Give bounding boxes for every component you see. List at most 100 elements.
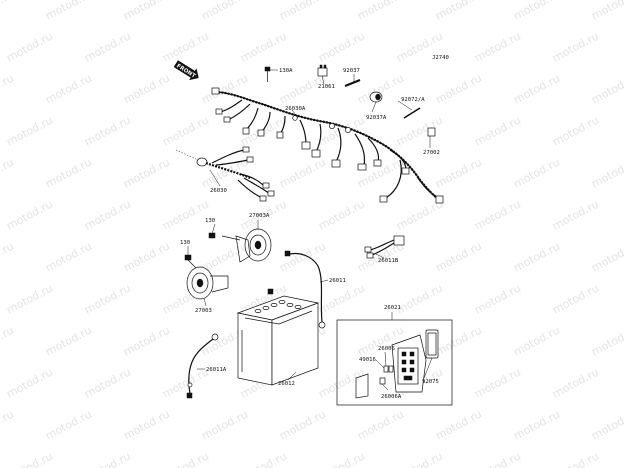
watermark-text: motod.ru: [82, 197, 133, 232]
watermark-text: motod.ru: [511, 407, 562, 442]
watermark-text: motod.ru: [472, 29, 523, 64]
watermark-text: motod.ru: [238, 449, 289, 468]
watermark-text: motod.ru: [589, 239, 625, 274]
watermark-text: motod.ru: [433, 0, 484, 23]
watermark-text: motod.ru: [511, 0, 562, 23]
harness-26011b: [364, 235, 405, 259]
label-21061: 21061: [318, 84, 335, 90]
watermark-text: motod.ru: [121, 155, 172, 190]
watermark-text: motod.ru: [511, 323, 562, 358]
watermark-text: motod.ru: [199, 407, 250, 442]
watermark-text: motod.ru: [43, 71, 94, 106]
label-92072a: 92072/A: [401, 97, 425, 103]
label-130-bottom: 130: [180, 240, 190, 246]
battery-cable-26011a: [186, 333, 219, 399]
label-92037a: 92037A: [366, 115, 387, 121]
watermark-text: motod.ru: [511, 239, 562, 274]
watermark-text: motod.ru: [550, 281, 601, 316]
watermark-text: motod.ru: [511, 155, 562, 190]
label-27003a: 27003A: [249, 213, 270, 219]
watermark-text: motod.ru: [0, 71, 16, 106]
watermark-text: motod.ru: [433, 71, 484, 106]
battery-26012: [236, 288, 320, 386]
label-130-top: 130: [205, 218, 215, 224]
watermark-text: motod.ru: [316, 197, 367, 232]
watermark-text: motod.ru: [589, 0, 625, 23]
watermark-text: motod.ru: [160, 113, 211, 148]
cap-27002: [427, 127, 436, 137]
watermark-text: motod.ru: [82, 113, 133, 148]
watermark-text: motod.ru: [511, 71, 562, 106]
watermark-text: motod.ru: [160, 197, 211, 232]
watermark-text: motod.ru: [0, 323, 16, 358]
watermark-text: motod.ru: [0, 239, 16, 274]
watermark-text: motod.ru: [433, 323, 484, 358]
clamp-92037a: [369, 91, 383, 103]
watermark-text: motod.ru: [550, 197, 601, 232]
label-26011a: 26011A: [206, 367, 227, 373]
watermark-text: motod.ru: [433, 155, 484, 190]
diagram-id: J2740: [432, 55, 449, 61]
watermark-text: motod.ru: [4, 449, 55, 468]
label-26012: 26012: [278, 381, 295, 387]
label-26011b: 26011B: [378, 258, 399, 264]
bolt-130a: [264, 66, 271, 82]
horn-27003a: [208, 228, 272, 263]
label-26006a: 26006A: [381, 394, 402, 400]
label-27002: 27002: [423, 150, 440, 156]
watermark-text: motod.ru: [277, 155, 328, 190]
watermark-text: motod.ru: [277, 407, 328, 442]
watermark-text: motod.ru: [472, 449, 523, 468]
watermark-text: motod.ru: [121, 407, 172, 442]
battery-cable-26011: [284, 250, 326, 329]
watermark-text: motod.ru: [394, 281, 445, 316]
watermark-text: motod.ru: [43, 155, 94, 190]
watermark-text: motod.ru: [121, 0, 172, 23]
watermark-text: motod.ru: [550, 365, 601, 400]
watermark-text: motod.ru: [472, 365, 523, 400]
watermark-text: motod.ru: [394, 113, 445, 148]
horn-27003: [184, 254, 229, 300]
watermark-text: motod.ru: [0, 407, 16, 442]
watermark-text: motod.ru: [82, 365, 133, 400]
watermark-text: motod.ru: [121, 239, 172, 274]
label-49016: 49016: [359, 357, 376, 363]
watermark-text: motod.ru: [433, 407, 484, 442]
watermark-text: motod.ru: [160, 365, 211, 400]
watermark-text: motod.ru: [589, 407, 625, 442]
label-92075: 92075: [422, 379, 439, 385]
watermark-text: motod.ru: [316, 29, 367, 64]
watermark-text: motod.ru: [4, 365, 55, 400]
watermark-text: motod.ru: [277, 0, 328, 23]
watermark-text: motod.ru: [160, 449, 211, 468]
label-27003: 27003: [195, 308, 212, 314]
watermark-text: motod.ru: [121, 323, 172, 358]
watermark-text: motod.ru: [472, 113, 523, 148]
part-labels: 130A 21061 92037 92072/A 26030A 92037A 2…: [180, 68, 440, 400]
watermark-text: motod.ru: [355, 407, 406, 442]
main-wiring-harness: [211, 87, 444, 204]
watermark-text: motod.ru: [550, 113, 601, 148]
watermark-text: motod.ru: [43, 239, 94, 274]
watermark-text: motod.ru: [472, 197, 523, 232]
fuse-box-kit-26021: [336, 319, 453, 406]
watermark-text: motod.ru: [43, 0, 94, 23]
watermark-text: motod.ru: [199, 71, 250, 106]
band-92037: [344, 78, 361, 88]
watermark-text: motod.ru: [82, 281, 133, 316]
watermark-text: motod.ru: [433, 239, 484, 274]
watermark-text: motod.ru: [550, 29, 601, 64]
watermark-text: motod.ru: [43, 323, 94, 358]
leader-lines: [187, 69, 433, 391]
watermark-text: motod.ru: [277, 239, 328, 274]
watermark-text: motod.ru: [4, 197, 55, 232]
watermark-text: motod.ru: [4, 29, 55, 64]
watermark-text: motod.ru: [238, 29, 289, 64]
front-arrow-icon: FRONT: [173, 60, 199, 81]
label-26011: 26011: [329, 278, 346, 284]
watermark-text: motod.ru: [160, 29, 211, 64]
watermark-text: motod.ru: [0, 155, 16, 190]
watermark-text: motod.ru: [589, 323, 625, 358]
